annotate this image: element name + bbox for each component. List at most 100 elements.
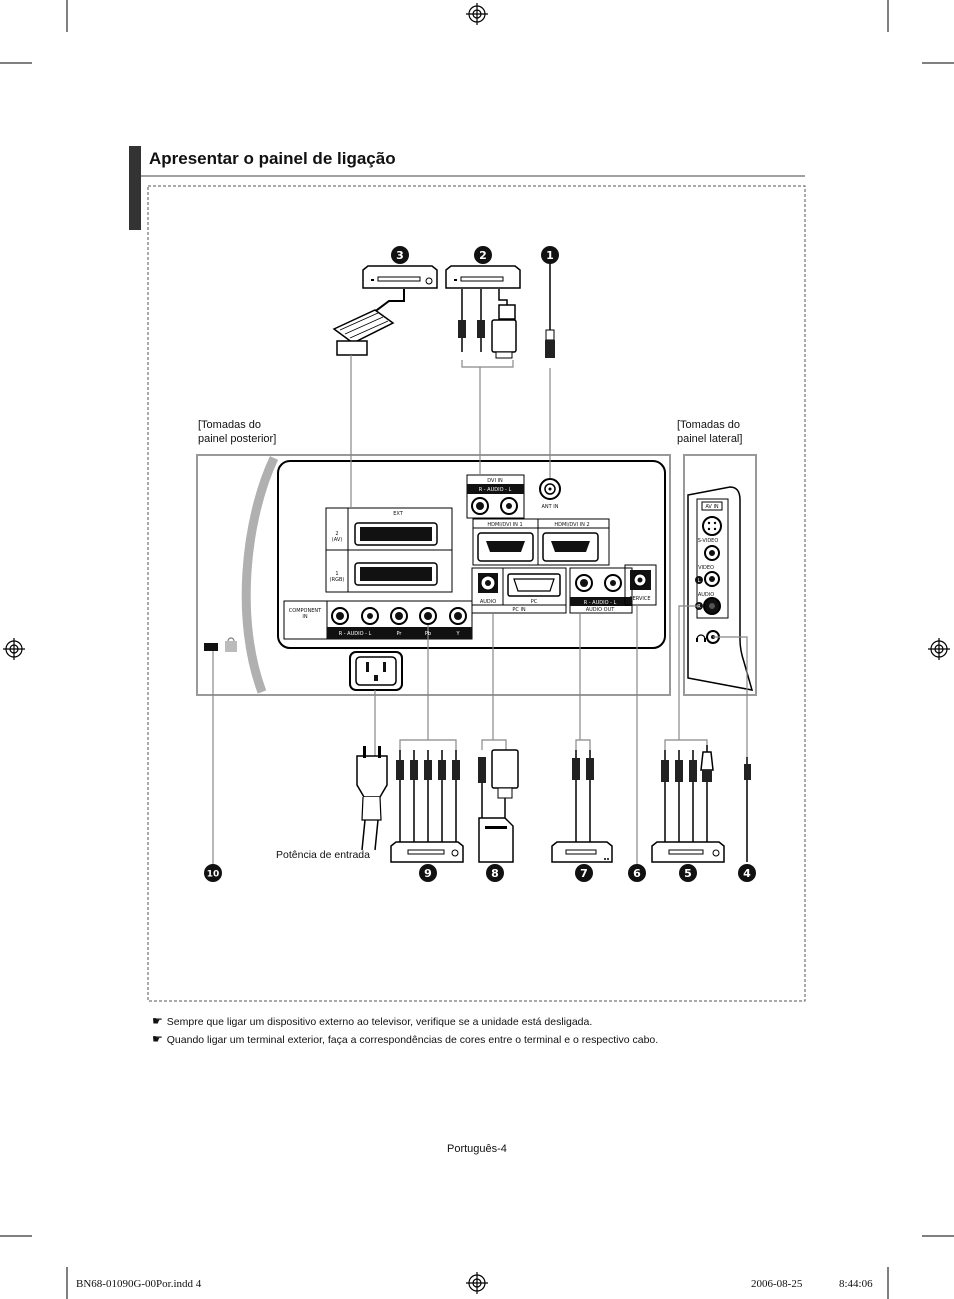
callout-badge-5 bbox=[679, 864, 697, 882]
footer-filename: BN68-01090G-00Por.indd 4 bbox=[76, 1278, 202, 1290]
hdmi-port-2 bbox=[542, 532, 599, 562]
callout-badge-2 bbox=[474, 246, 492, 264]
scart-2-label: 2(AV) bbox=[332, 531, 342, 543]
ext-label: EXT bbox=[393, 511, 403, 517]
device-3-vcr bbox=[362, 265, 438, 289]
rear-panel-label: [Tomadas do painel posterior] bbox=[198, 418, 276, 446]
device-7-amplifier bbox=[551, 841, 613, 863]
note-1-text: Sempre que ligar um dispositivo externo … bbox=[166, 1016, 593, 1028]
pc-audio-port bbox=[478, 573, 498, 593]
pc-cable bbox=[478, 739, 519, 818]
video-label: VIDEO bbox=[698, 565, 714, 571]
r-label: R bbox=[697, 604, 701, 610]
callout-badge-7 bbox=[575, 864, 593, 882]
av-in-cable bbox=[661, 739, 714, 842]
label-line: 1 bbox=[335, 571, 338, 577]
antenna-cable bbox=[545, 264, 555, 478]
power-input-label: Potência de entrada bbox=[276, 849, 370, 861]
callout-badge-1 bbox=[541, 246, 559, 264]
component-jacks bbox=[331, 607, 467, 625]
component-cable bbox=[396, 739, 460, 842]
hdmi-port-1 bbox=[477, 532, 534, 562]
callout-badge-3 bbox=[391, 246, 409, 264]
callout-number-3: 3 bbox=[396, 249, 404, 262]
page-number: Português-4 bbox=[447, 1143, 507, 1155]
callout-number-6: 6 bbox=[633, 867, 641, 880]
power-socket bbox=[349, 651, 403, 691]
rear-panel-label-text: [Tomadas do painel posterior] bbox=[198, 419, 277, 445]
rear-panel-outline bbox=[196, 454, 671, 696]
scart-port-2 bbox=[354, 522, 438, 546]
dvi-audio-label: R - AUDIO - L bbox=[479, 487, 512, 493]
pointing-hand-icon: ☛ bbox=[152, 1014, 163, 1028]
service-label: SERVICE bbox=[629, 596, 650, 602]
av-in-label: AV IN bbox=[705, 504, 719, 510]
headphone-icon bbox=[696, 634, 706, 642]
side-panel-label-text: [Tomadas do painel lateral] bbox=[677, 419, 743, 445]
callout-badge-10 bbox=[204, 864, 222, 882]
callout-badge-4 bbox=[738, 864, 756, 882]
pc-label: PC bbox=[531, 599, 538, 605]
callout-number-8: 8 bbox=[491, 867, 499, 880]
callout-badge-9 bbox=[419, 864, 437, 882]
component-audio-label: R - AUDIO - L bbox=[339, 631, 372, 637]
label-line: (AV) bbox=[332, 537, 342, 543]
ant-in-port bbox=[539, 478, 561, 500]
registration-target-icon bbox=[3, 3, 950, 1294]
hdmi2-label: HDMI/DVI IN 2 bbox=[554, 522, 589, 528]
label-line: (RGB) bbox=[330, 577, 345, 583]
label-line: IN bbox=[302, 614, 307, 620]
callout-badge-6 bbox=[628, 864, 646, 882]
note-2-text: Quando ligar um terminal exterior, faça … bbox=[166, 1034, 659, 1046]
note-2: ☛Quando ligar um terminal exterior, faça… bbox=[152, 1032, 658, 1046]
callout-badge-8 bbox=[486, 864, 504, 882]
scart-cable bbox=[332, 289, 405, 508]
tv-rear-curve bbox=[241, 456, 279, 694]
label-line: COMPONENT bbox=[289, 608, 322, 614]
hdmi1-label: HDMI/DVI IN 1 bbox=[487, 522, 522, 528]
side-panel-body bbox=[687, 486, 754, 691]
section-bar bbox=[129, 146, 141, 230]
note-1: ☛Sempre que ligar um dispositivo externo… bbox=[152, 1014, 592, 1028]
callout-number-5: 5 bbox=[684, 867, 692, 880]
diagram-frame bbox=[147, 185, 806, 1002]
side-panel-outline bbox=[683, 454, 757, 696]
side-panel-label: [Tomadas do painel lateral] bbox=[677, 418, 742, 446]
s-video-label: S-VIDEO bbox=[698, 538, 719, 544]
device-2-dvd bbox=[445, 265, 521, 289]
power-cable bbox=[356, 746, 388, 851]
device-8-pc bbox=[478, 817, 514, 863]
leader-lines bbox=[212, 605, 748, 866]
kensington-lock-icon bbox=[204, 637, 237, 652]
y-label: Y bbox=[455, 631, 460, 637]
footer-date: 2006-08-25 bbox=[751, 1278, 803, 1290]
side-audio-label: AUDIO bbox=[698, 592, 714, 598]
dvi-cable bbox=[458, 289, 517, 475]
audio-out-rl-label: R - AUDIO - L bbox=[584, 600, 617, 606]
callout-number-10: 10 bbox=[207, 870, 220, 880]
audio-out-label: AUDIO OUT bbox=[586, 607, 616, 613]
page-title: Apresentar o painel de ligação bbox=[149, 149, 396, 168]
headphone-cable bbox=[744, 757, 751, 862]
pointing-hand-icon: ☛ bbox=[152, 1032, 163, 1046]
pc-vga-port bbox=[507, 573, 561, 597]
callout-badges: 1 2 3 4 5 6 7 8 9 10 bbox=[204, 246, 756, 882]
callout-number-4: 4 bbox=[743, 867, 751, 880]
pc-audio-label: AUDIO bbox=[480, 599, 496, 605]
scart-1-label: 1(RGB) bbox=[330, 571, 345, 583]
pc-in-label: PC IN bbox=[512, 607, 526, 613]
callout-number-1: 1 bbox=[546, 249, 554, 262]
pb-label: Pb bbox=[425, 631, 431, 637]
device-5-camcorder bbox=[651, 841, 725, 863]
callout-number-9: 9 bbox=[424, 867, 432, 880]
device-9-dvd bbox=[390, 841, 464, 863]
dvi-in-label: DVI IN bbox=[487, 478, 503, 484]
label-line: 2 bbox=[335, 531, 338, 537]
ant-in-label: ANT IN bbox=[541, 504, 558, 510]
s-video-port bbox=[702, 516, 722, 536]
